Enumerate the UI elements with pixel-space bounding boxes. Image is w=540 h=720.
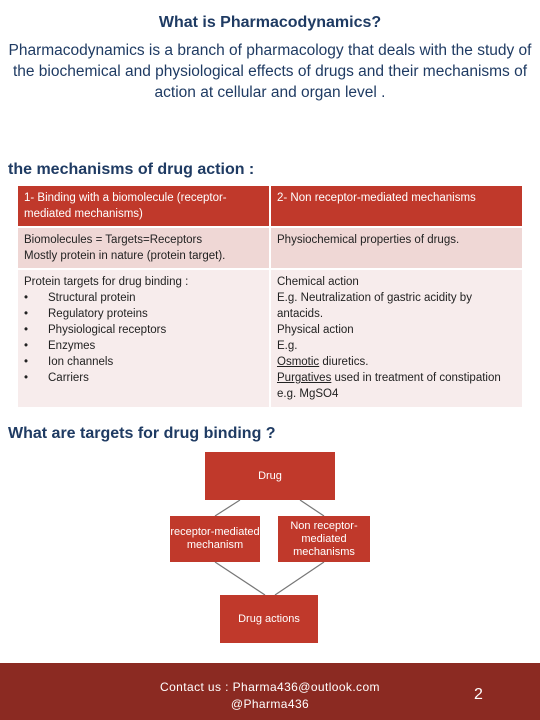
table-header-row: 1- Binding with a biomolecule (receptor-… [18,186,522,226]
list-item: Ion channels [24,354,263,370]
connector-nonreceptor-actions [274,561,325,596]
footer-handle: @Pharma436 [230,697,310,711]
actions-cell: Chemical action E.g. Neutralization of g… [271,270,522,407]
purgatives-word: Purgatives [277,372,332,384]
diagram-node-non-receptor-mediated: Non receptor-mediated mechanisms [278,516,370,562]
intro-paragraph: Pharmacodynamics is a branch of pharmaco… [8,42,532,101]
list-item: Carriers [24,370,263,386]
slide-title: What is Pharmacodynamics? [158,14,382,31]
header-receptor-mediated: 1- Binding with a biomolecule (receptor-… [18,186,269,226]
physiochemical-cell: Physiochemical properties of drugs. [271,228,522,268]
chemical-action-example: E.g. Neutralization of gastric acidity b… [277,292,472,320]
osmotic-line: Osmotic diuretics. [277,354,516,370]
table-row: Biomolecules = Targets=Receptors Mostly … [18,228,522,268]
osmotic-word: Osmotic [277,356,320,368]
page-number: 2 [474,686,483,703]
diagram-node-drug-actions: Drug actions [220,595,318,643]
physical-action-label: Physical action [277,324,354,336]
table-row: Protein targets for drug binding : Struc… [18,270,522,407]
connector-drug-receptor [214,499,241,517]
osmotic-rest: diuretics. [319,356,369,368]
protein-targets-intro: Protein targets for drug binding : [24,276,189,288]
list-item: Physiological receptors [24,322,263,338]
protein-targets-list: Structural protein Regulatory proteins P… [24,290,263,386]
mechanisms-table: 1- Binding with a biomolecule (receptor-… [16,184,524,409]
diagram-node-drug: Drug [205,452,335,500]
list-item: Structural protein [24,290,263,306]
connector-drug-nonreceptor [299,499,325,517]
purgatives-line: Purgatives used in treatment of constipa… [277,370,516,402]
footer-contact: Contact us : Pharma436@outlook.com @Phar… [145,679,395,713]
list-item: Enzymes [24,338,263,354]
diagram-node-receptor-mediated: receptor-mediated mechanism [170,516,260,562]
connector-receptor-actions [214,561,266,596]
physical-action-eg: E.g. [277,340,298,352]
footer-email: Contact us : Pharma436@outlook.com [160,680,380,694]
targets-heading: What are targets for drug binding ? [8,425,276,442]
mechanisms-heading: the mechanisms of drug action : [8,161,255,178]
chemical-action-label: Chemical action [277,276,359,288]
list-item: Regulatory proteins [24,306,263,322]
purgatives-rest: used in treatment of constipation e.g. M… [277,372,501,400]
protein-targets-cell: Protein targets for drug binding : Struc… [18,270,269,407]
footer-bar: Contact us : Pharma436@outlook.com @Phar… [0,663,540,720]
biomolecules-cell: Biomolecules = Targets=Receptors Mostly … [18,228,269,268]
header-non-receptor-mediated: 2- Non receptor-mediated mechanisms [271,186,522,226]
